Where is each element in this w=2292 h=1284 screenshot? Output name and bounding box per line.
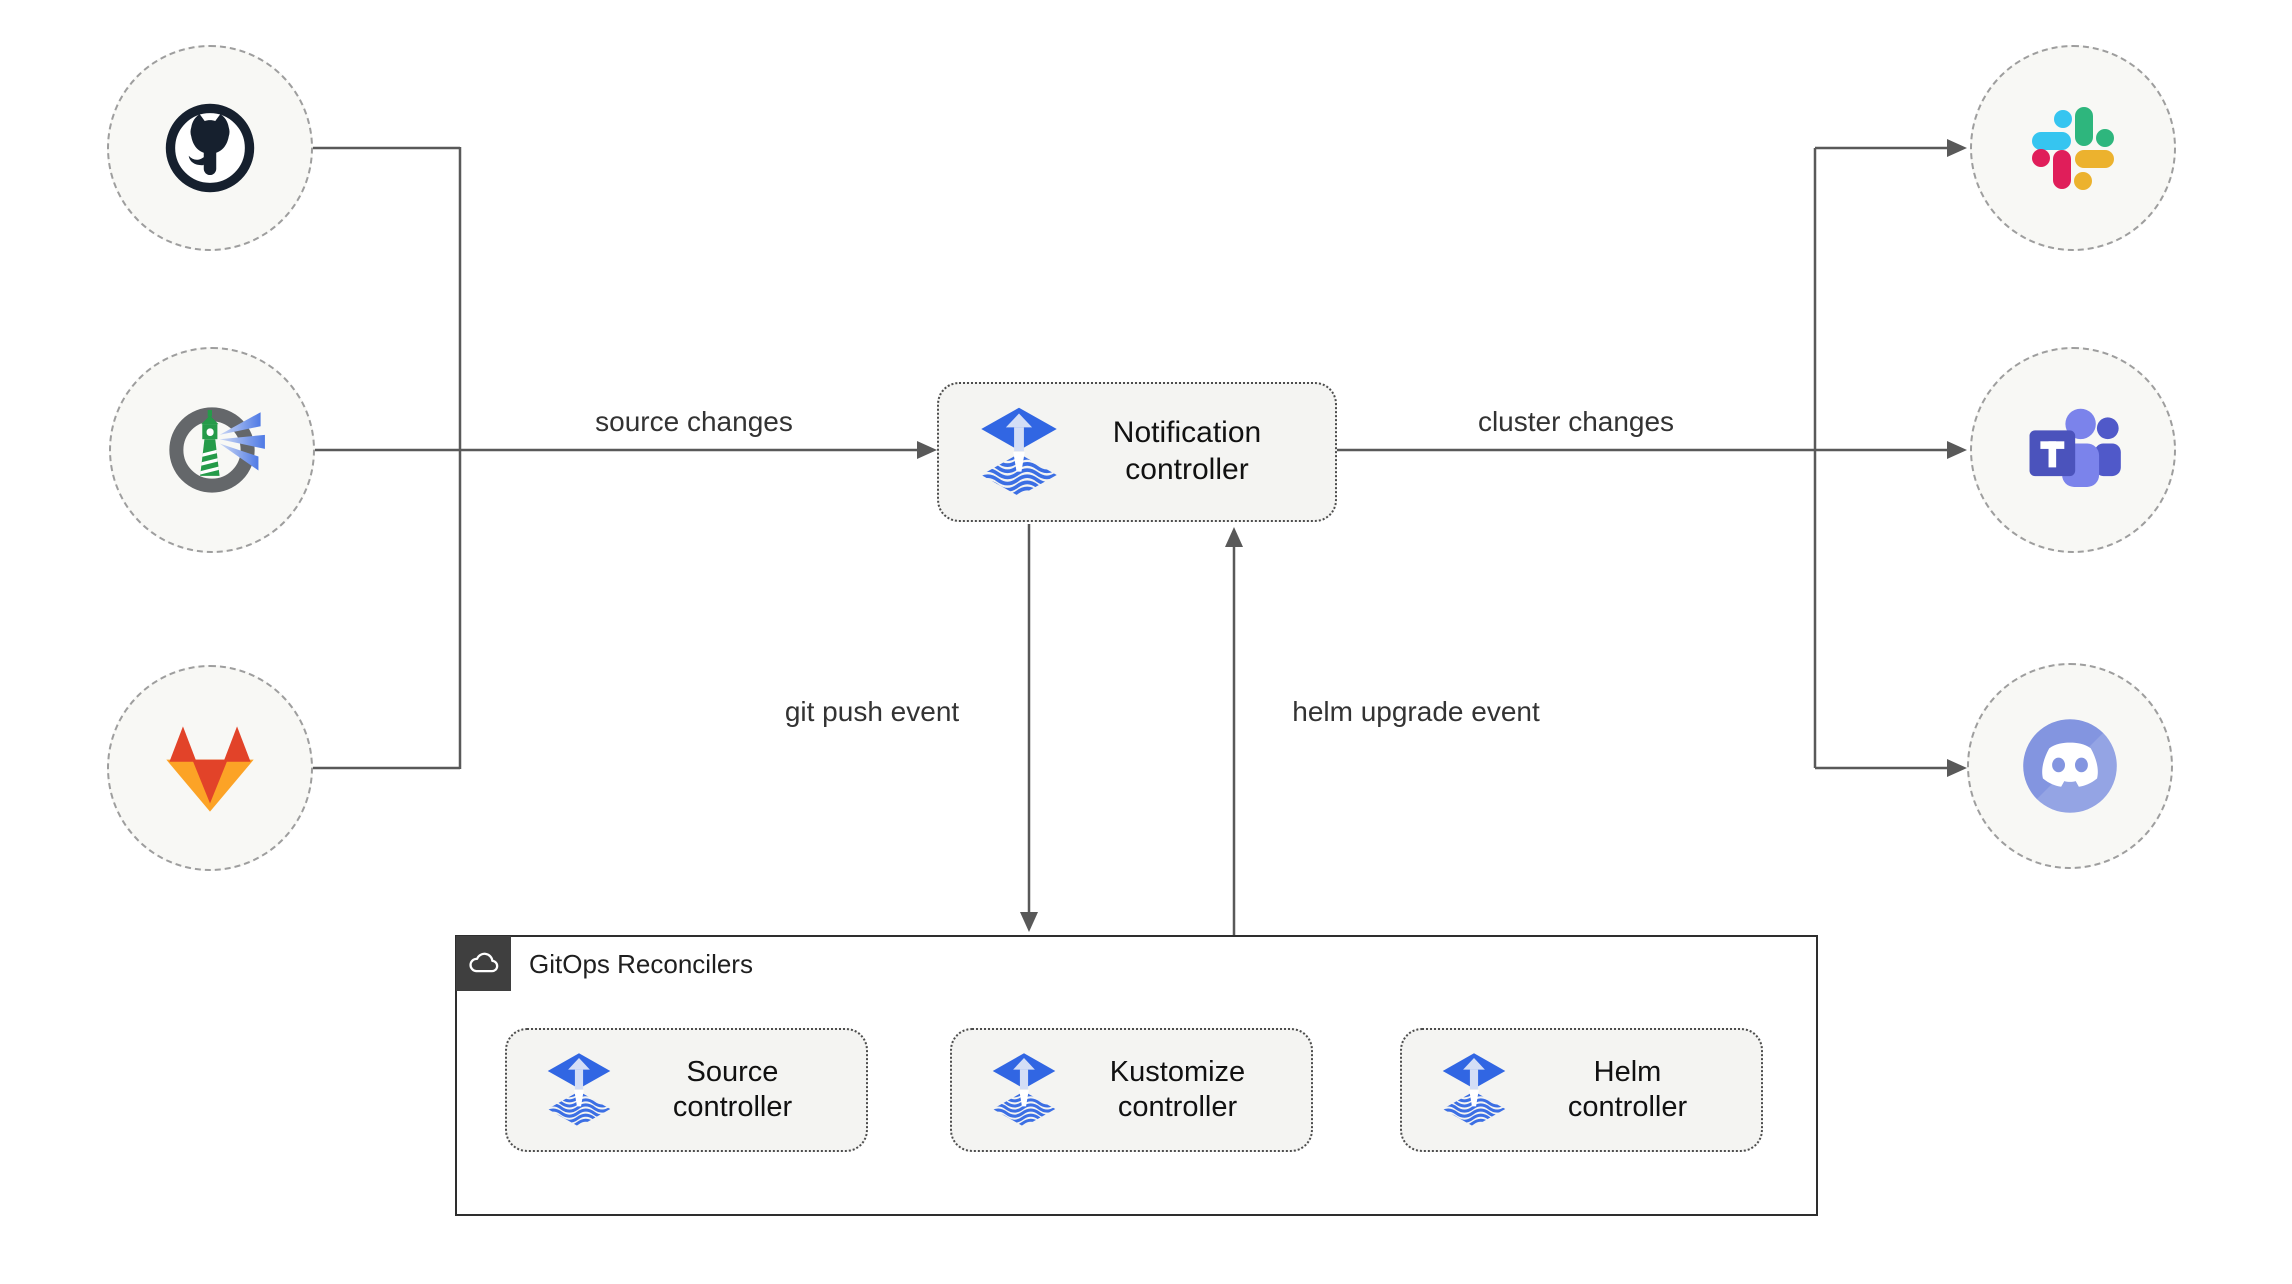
flux-icon: [539, 1049, 619, 1131]
discord-icon: [2023, 719, 2118, 814]
notification-controller-box: Notification controller: [937, 382, 1337, 522]
edge-label-helm-upgrade-event: helm upgrade event: [1292, 696, 1540, 727]
flux-icon: [984, 1049, 1064, 1131]
node-github: [107, 45, 313, 251]
kustomize-controller-box: Kustomize controller: [950, 1028, 1313, 1152]
node-harbor: [109, 347, 315, 553]
teams-icon: [2029, 408, 2121, 487]
flux-icon: [973, 403, 1065, 501]
node-teams: [1970, 347, 2176, 553]
helm-controller-box: Helm controller: [1400, 1028, 1763, 1152]
source-controller-label: Source controller: [672, 1055, 793, 1123]
helm-controller-label: Helm controller: [1567, 1055, 1688, 1123]
gitlab-icon: [166, 726, 254, 812]
edge-label-source-changes: source changes: [595, 406, 793, 437]
cloud-icon: [468, 952, 498, 972]
edge-label-cluster-changes: cluster changes: [1477, 406, 1675, 437]
node-gitlab: [107, 665, 313, 871]
flux-icon: [1434, 1049, 1514, 1131]
gitops-reconcilers-title: GitOps Reconcilers: [529, 949, 753, 979]
github-icon: [165, 103, 255, 193]
source-controller-box: Source controller: [505, 1028, 868, 1152]
kustomize-controller-label: Kustomize controller: [1109, 1055, 1246, 1123]
edge-label-git-push-event: git push event: [784, 696, 960, 727]
node-discord: [1967, 663, 2173, 869]
node-slack: [1970, 45, 2176, 251]
harbor-icon: [169, 407, 265, 493]
slack-icon: [2032, 107, 2114, 190]
cloud-badge: [456, 936, 511, 991]
notification-controller-label: Notification controller: [1112, 416, 1262, 486]
